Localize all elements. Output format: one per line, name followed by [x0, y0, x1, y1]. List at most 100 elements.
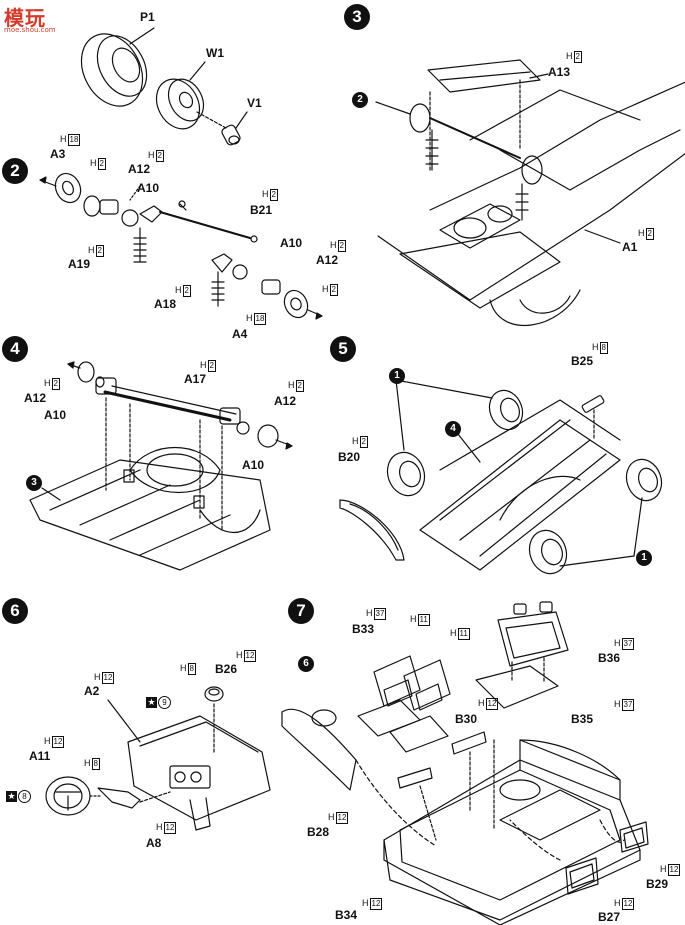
interior-tub-b34 [383, 759, 641, 921]
part-label-a17: A17 [184, 372, 207, 386]
wheel-axis-line [196, 111, 227, 129]
star-icon: ★ [146, 697, 157, 708]
step-2-drawing [39, 172, 323, 320]
part-label-a18: A18 [154, 297, 177, 311]
chassis-upper-rail [469, 89, 641, 141]
rear-wheel-arch [489, 289, 581, 326]
gauge-cluster [169, 765, 211, 789]
part-label-w1: W1 [206, 46, 224, 60]
seat-back-left [373, 655, 421, 707]
step-1-drawing [80, 27, 248, 146]
watermark-text: 模玩 [4, 8, 46, 30]
knuckle-left [139, 205, 163, 223]
leader-p1 [129, 27, 155, 45]
panel-b28 [397, 767, 433, 789]
chassis-body [419, 419, 621, 571]
step-3-drawing [375, 59, 685, 326]
axle-a17 [103, 390, 232, 422]
hub-a3 [54, 172, 82, 204]
ref-badge-step2-in-step3: 2 [352, 92, 368, 108]
part-b26 [204, 686, 224, 702]
leader-ref-1a [395, 379, 405, 451]
spare-tire-well [129, 446, 221, 494]
part-label-a10-s4b: A10 [242, 458, 265, 472]
floor-hump [499, 789, 601, 841]
part-label-p1: P1 [140, 10, 155, 24]
part-label-b33: B33 [352, 622, 375, 636]
knuckle-right [211, 253, 233, 273]
part-label-a11: A11 [29, 749, 51, 763]
cap-v1 [221, 124, 241, 146]
part-label-a4: A4 [232, 327, 248, 341]
panel-b30 [451, 731, 487, 755]
mark-star-9: ★9 [146, 696, 171, 709]
part-label-a13: A13 [548, 65, 571, 79]
part-label-b25: B25 [571, 354, 594, 368]
mark-star-8: ★8 [6, 790, 31, 803]
part-label-b26: B26 [215, 662, 238, 676]
wheel-front-left [386, 451, 426, 497]
part-label-a12-s4a: A12 [24, 391, 47, 405]
step-7-badge: 7 [288, 598, 314, 624]
tire-p1-outer [80, 33, 144, 107]
step-2-badge: 2 [2, 158, 28, 184]
wheel-rear-left [488, 389, 524, 431]
part-a12-right [261, 279, 281, 295]
part-a10-right [236, 421, 250, 435]
part-label-b29: B29 [646, 877, 669, 891]
chassis-frame-top [439, 399, 621, 471]
part-label-a19: A19 [68, 257, 91, 271]
part-label-a10-s4a: A10 [44, 408, 67, 422]
part-b25 [581, 395, 605, 413]
part-label-b34: B34 [335, 908, 358, 922]
panel-b27 [565, 857, 599, 895]
tie-rod [429, 117, 521, 159]
ref-badge-step1a-in-step5: 1 [389, 368, 405, 384]
spring-a19 [133, 237, 147, 263]
axle-right-mount [219, 407, 241, 425]
part-label-a12-s4b: A12 [274, 394, 297, 408]
part-label-b28: B28 [307, 825, 330, 839]
part-label-b20: B20 [338, 450, 361, 464]
part-a10-left [121, 209, 139, 227]
chassis-floor-edge [377, 153, 685, 301]
part-a12-right [257, 424, 279, 448]
ref-badge-step3-in-step4: 3 [26, 475, 42, 491]
part-label-a1: A1 [622, 240, 638, 254]
hub-a4 [283, 289, 309, 319]
chassis-side-rail [429, 81, 685, 211]
part-label-v1: V1 [247, 96, 262, 110]
leader-ref-4 [457, 433, 481, 463]
part-label-a10-s2b: A10 [280, 236, 303, 250]
part-label-a2: A2 [84, 684, 100, 698]
star-icon: ★ [6, 791, 17, 802]
step-3-badge: 3 [344, 4, 370, 30]
ref-badge-step4-in-step5: 4 [445, 421, 461, 437]
part-label-b36: B36 [598, 651, 621, 665]
wheel-w1-hub [178, 91, 194, 109]
seat-base-right [389, 715, 449, 753]
column-a8 [97, 787, 141, 809]
leader-w1 [189, 61, 206, 81]
leader-a2 [107, 699, 141, 743]
part-label-b30: B30 [455, 712, 478, 726]
spare-well [499, 779, 541, 801]
part-a12-left [83, 195, 101, 217]
part-label-b35: B35 [571, 712, 594, 726]
